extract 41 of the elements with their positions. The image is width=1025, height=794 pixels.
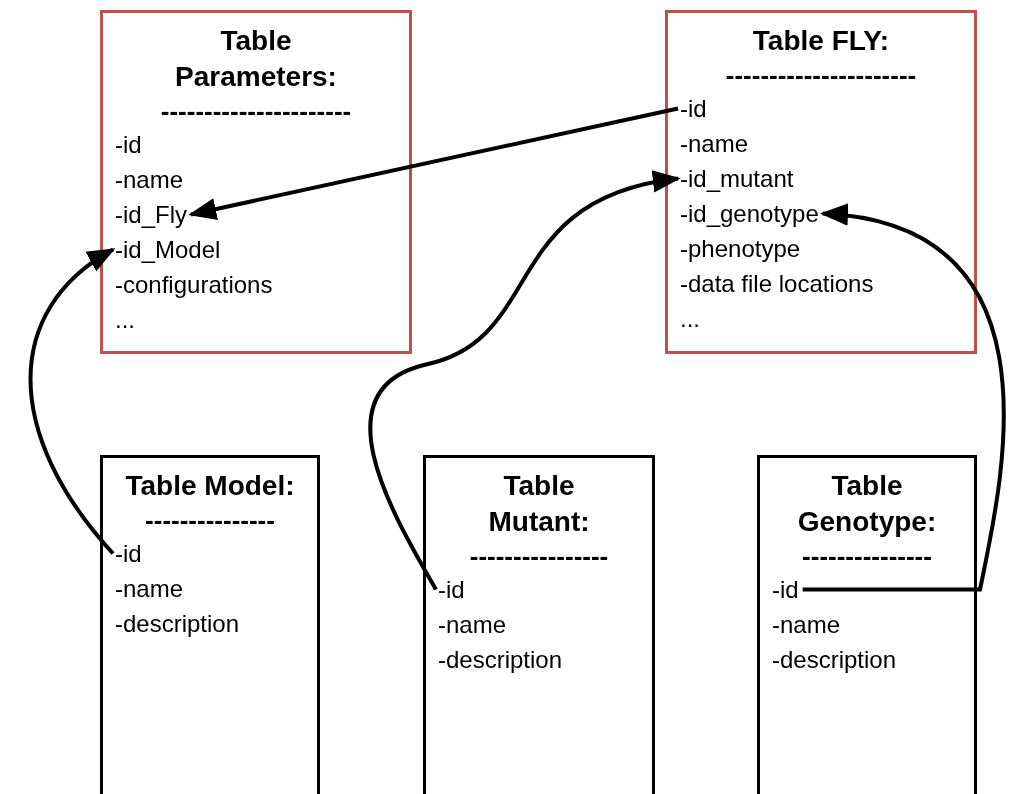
field-name: ... — [680, 301, 700, 336]
separator-text: ---------------- — [469, 540, 609, 572]
field-name: -phenotype — [680, 231, 801, 266]
field-name: ... — [115, 302, 135, 337]
table-title: Table Model: — [125, 469, 295, 503]
field-name: -name — [772, 607, 841, 642]
table-box — [423, 455, 655, 794]
field-name: -id — [115, 127, 142, 162]
field-name: -description — [772, 642, 897, 677]
table-box — [100, 455, 320, 794]
separator-text: ---------------------- — [725, 59, 917, 91]
table-box — [757, 455, 977, 794]
field-name: -id — [772, 572, 799, 607]
field-name: -description — [115, 606, 240, 641]
field-name: -data file locations — [680, 266, 874, 301]
table-title: Table Genotype: — [796, 469, 938, 539]
field-name: -id — [115, 536, 142, 571]
table-title: Table Parameters: — [174, 24, 338, 94]
table-box — [100, 10, 412, 354]
arrow — [188, 106, 679, 221]
field-name: -id_mutant — [680, 161, 794, 196]
field-name: -name — [438, 607, 507, 642]
field-name: -id — [680, 91, 707, 126]
field-name: -description — [438, 642, 563, 677]
table-title: Table Mutant: — [487, 469, 591, 539]
field-name: -configurations — [115, 267, 273, 302]
field-name: -id_Fly — [115, 197, 187, 232]
arrow — [368, 172, 681, 591]
field-name: -id — [438, 572, 465, 607]
arrow — [802, 205, 1006, 592]
field-name: -id_genotype — [680, 196, 819, 231]
field-name: -name — [115, 162, 184, 197]
field-name: -name — [115, 571, 184, 606]
table-title: Table FLY: — [751, 24, 891, 58]
field-name: -name — [680, 126, 749, 161]
separator-text: ---------------------- — [160, 95, 352, 127]
separator-text: --------------- — [802, 540, 932, 572]
separator-text: --------------- — [145, 504, 275, 536]
arrow — [28, 247, 116, 555]
table-box — [665, 10, 977, 354]
field-name: -id_Model — [115, 232, 221, 267]
